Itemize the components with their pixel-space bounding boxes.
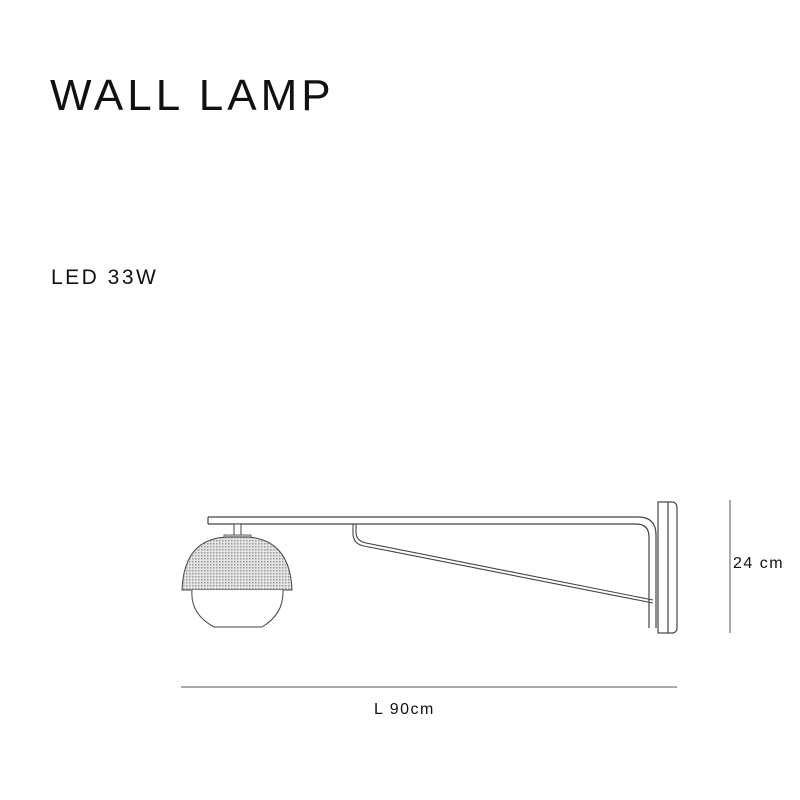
- lamp-arm: [207, 516, 657, 628]
- lamp-stem: [223, 523, 252, 539]
- lamp-strut: [352, 524, 654, 604]
- product-spec: LED 33W: [51, 266, 159, 289]
- wall-mount-plate: [657, 501, 678, 634]
- length-dimension-label: L 90cm: [374, 701, 435, 718]
- product-title: WALL LAMP: [50, 71, 335, 120]
- lamp-mesh-shade: [181, 536, 293, 591]
- height-dimension-label: 24 cm: [733, 555, 785, 572]
- lamp-glass-globe: [191, 589, 284, 628]
